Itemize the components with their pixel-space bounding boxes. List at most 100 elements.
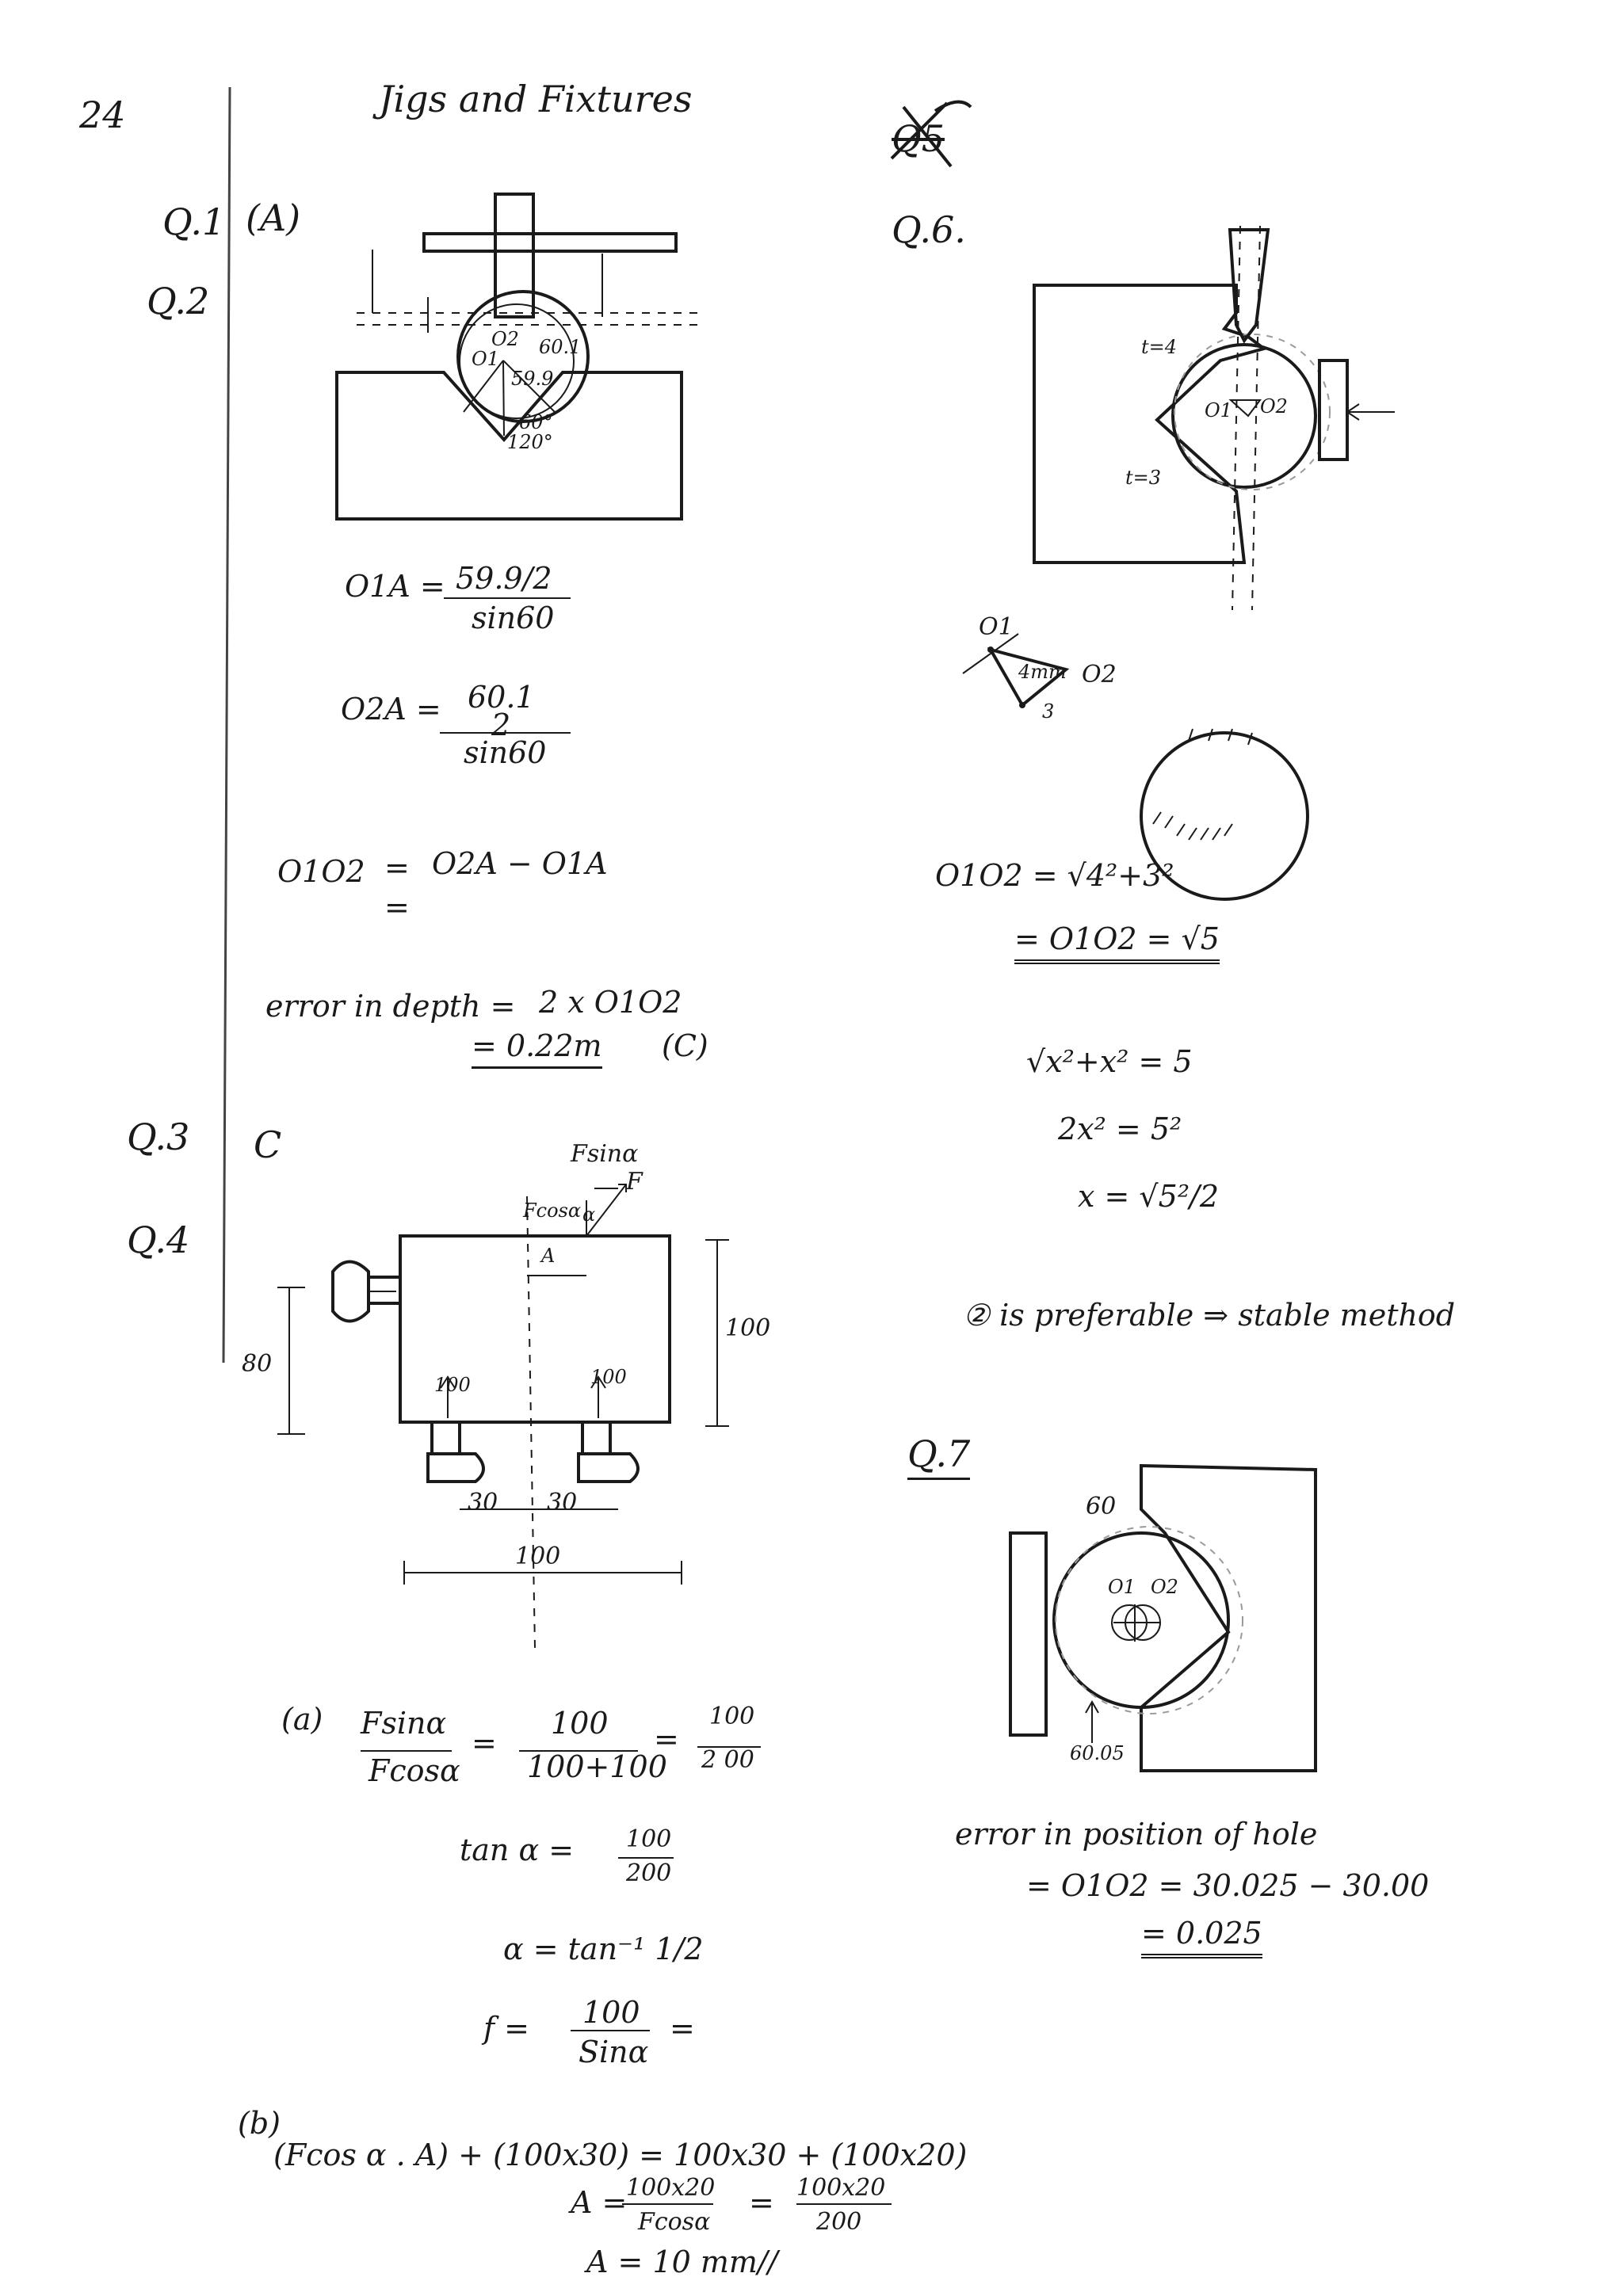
q2-eq2-lhs: O2A = bbox=[341, 692, 441, 727]
q4-b-num2: 100x20 bbox=[796, 2174, 886, 2202]
q4-a-num3: 100 bbox=[709, 1703, 755, 1730]
q2-eq3-eq: = bbox=[384, 850, 410, 885]
q6-eq3: √x²+x² = 5 bbox=[1026, 1044, 1193, 1079]
q4-fig-h80: 80 bbox=[242, 1350, 273, 1378]
q6-tri-o2: O2 bbox=[1082, 661, 1117, 688]
q2-eq1-num: 59.9/2 bbox=[456, 561, 552, 596]
q4-label: Q.4 bbox=[127, 1219, 190, 1261]
q2-error-label: error in depth = bbox=[265, 989, 516, 1024]
q4-fig-alpha: α bbox=[582, 1203, 596, 1226]
q4-b-a-lhs: A = bbox=[571, 2185, 628, 2220]
q2-eq3-lhs: O1O2 bbox=[277, 854, 365, 889]
q7-label: Q.7 bbox=[907, 1434, 971, 1480]
q2-circle-large bbox=[456, 290, 590, 423]
q4-a-den1: Fcosα bbox=[369, 1753, 460, 1788]
q4-fig-fsin: Fsinα bbox=[571, 1140, 639, 1168]
q2-fig-r-big: 60.1 bbox=[539, 336, 582, 358]
q4-b-eq: = bbox=[749, 2185, 774, 2220]
q4-b-label: (b) bbox=[238, 2106, 281, 2141]
q4-tan-den: 200 bbox=[626, 1859, 672, 1887]
q4-b-final: A = 10 mm// bbox=[586, 2245, 778, 2279]
q7-error-text: error in position of hole bbox=[955, 1817, 1318, 1852]
q2-clamp-bar bbox=[422, 232, 678, 253]
q2-clamp-post bbox=[494, 193, 535, 318]
q4-workpiece bbox=[399, 1234, 671, 1424]
q7-ghost bbox=[1055, 1526, 1243, 1714]
q4-side-clamp bbox=[331, 1260, 400, 1323]
q4-fig-f: F bbox=[626, 1168, 643, 1196]
q7-fig-o1: O1 bbox=[1108, 1576, 1136, 1598]
q7-workpiece bbox=[1052, 1531, 1230, 1709]
q2-eq3-eq2: = bbox=[384, 890, 410, 925]
q2-vblock-figure bbox=[335, 193, 697, 521]
q4-f-den: Sinα bbox=[579, 2035, 649, 2069]
q4-b-den2: 200 bbox=[816, 2208, 862, 2236]
q1-answer: (A) bbox=[246, 196, 301, 239]
q2-label: Q.2 bbox=[147, 280, 210, 322]
q7-error-eq: = O1O2 = 30.025 − 30.00 bbox=[1026, 1868, 1430, 1903]
q4-b-num1: 100x20 bbox=[626, 2174, 716, 2202]
q6-eq2: = O1O2 = √5 bbox=[1014, 922, 1220, 964]
q6-fig-t4: t=4 bbox=[1141, 336, 1178, 358]
q4-fig-right-force: 100 bbox=[590, 1366, 627, 1388]
q4-tan-lhs: tan α = bbox=[460, 1833, 575, 1867]
q4-b-eq1: (Fcos α . A) + (100x30) = 100x30 + (100x… bbox=[273, 2138, 968, 2172]
q6-fig-o1: O1 bbox=[1205, 399, 1232, 421]
q4-a-label: (a) bbox=[281, 1702, 323, 1737]
q2-fig-angle: 120° bbox=[507, 431, 553, 453]
q7-fixture-figure bbox=[1009, 1463, 1317, 1772]
q6-tri-o1: O1 bbox=[979, 613, 1014, 641]
page-number: 24 bbox=[79, 93, 126, 136]
q6-eq1: O1O2 = √4²+3² bbox=[935, 858, 1174, 893]
q4-f-eq: = bbox=[670, 2011, 695, 2046]
q7-fig-o2: O2 bbox=[1151, 1576, 1178, 1598]
q2-vblock bbox=[335, 371, 683, 521]
q2-fig-o2: O2 bbox=[491, 328, 519, 350]
q6-ghost-circle bbox=[1174, 334, 1331, 490]
q4-a-eq: = bbox=[472, 1726, 497, 1760]
q2-eq2-den: sin60 bbox=[464, 735, 547, 770]
q4-fig-d30b: 30 bbox=[547, 1489, 578, 1516]
q4-f-lhs: f = bbox=[483, 2011, 529, 2046]
q4-fixture-figure bbox=[277, 1184, 729, 1649]
q7-left-bar bbox=[1009, 1531, 1048, 1737]
q4-left-locator bbox=[426, 1422, 485, 1483]
q7-fig-d60: 60 bbox=[1086, 1493, 1117, 1520]
q4-alpha-eq: α = tan⁻¹ 1/2 bbox=[503, 1932, 704, 1966]
q1-label: Q.1 bbox=[162, 200, 226, 243]
q6-conclusion: ② is preferable ⇒ stable method bbox=[963, 1298, 1456, 1333]
q2-fig-o1: O1 bbox=[472, 348, 499, 370]
q4-fig-left-force: 100 bbox=[434, 1374, 471, 1396]
q6-fixture-figure bbox=[1033, 225, 1395, 611]
q7-error-value: = 0.025 bbox=[1141, 1917, 1262, 1958]
q4-fig-h100: 100 bbox=[725, 1314, 771, 1342]
crossed-q5-label: Q5 bbox=[892, 117, 945, 160]
q2-eq2-num-b: 2 bbox=[491, 707, 511, 742]
q2-eq3-rhs: O2A − O1A bbox=[432, 846, 608, 881]
q6-triangle-sketch bbox=[962, 633, 1070, 708]
q4-a-num2: 100 bbox=[551, 1706, 609, 1741]
q6-side-clamp bbox=[1318, 359, 1349, 461]
q4-a-num1: Fsinα bbox=[361, 1706, 447, 1741]
q7-fig-d6005: 60.05 bbox=[1070, 1742, 1125, 1764]
q2-eq1-den: sin60 bbox=[472, 601, 555, 635]
q2-error-rhs: 2 x O1O2 bbox=[539, 985, 682, 1020]
q6-tri-three: 3 bbox=[1042, 700, 1055, 723]
q4-a-den2: 100+100 bbox=[527, 1749, 667, 1784]
q4-f-num: 100 bbox=[582, 1995, 640, 2030]
q2-answer: (C) bbox=[662, 1028, 708, 1063]
q4-a-approx: = bbox=[654, 1722, 679, 1756]
q2-eq1-lhs: O1A = bbox=[345, 569, 445, 604]
q6-workpiece-circle bbox=[1171, 343, 1317, 489]
q2-eq2-num-a: 60.1 bbox=[468, 680, 535, 715]
q4-fig-fcos: Fcosα bbox=[523, 1199, 582, 1222]
q6-fig-o2: O2 bbox=[1260, 395, 1288, 418]
q4-right-locator bbox=[577, 1422, 640, 1483]
q4-a-den3: 2 00 bbox=[701, 1746, 754, 1774]
q2-fig-r-small: 59.9 bbox=[511, 368, 554, 390]
q6-fig-t3: t=3 bbox=[1125, 467, 1162, 489]
q6-tool bbox=[1228, 228, 1270, 344]
q6-eq4: 2x² = 5² bbox=[1058, 1112, 1182, 1146]
